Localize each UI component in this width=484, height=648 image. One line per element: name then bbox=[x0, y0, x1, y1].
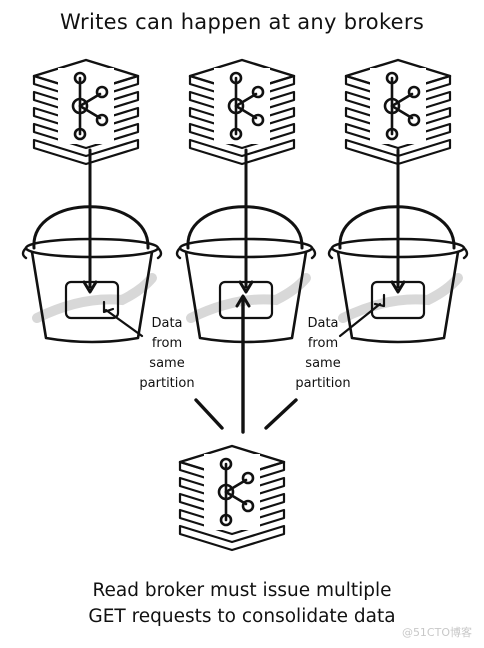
caption-line-1: Read broker must issue multiple bbox=[92, 580, 392, 601]
note-left-line: same bbox=[149, 356, 185, 371]
broker-right-icon bbox=[344, 58, 452, 166]
note-left-line: partition bbox=[139, 376, 195, 391]
write-arrows bbox=[82, 148, 406, 294]
caption-line-2: GET requests to consolidate data bbox=[88, 606, 396, 627]
note-right-line: partition bbox=[295, 376, 351, 391]
note-right: Data from same partition bbox=[283, 314, 363, 394]
broker-left-icon bbox=[32, 58, 140, 166]
watermark: @51CTO博客 bbox=[401, 626, 472, 639]
read-arrows bbox=[194, 294, 298, 434]
note-right-line: same bbox=[305, 356, 341, 371]
note-right-line: from bbox=[307, 336, 339, 351]
note-left-line: Data bbox=[151, 316, 183, 331]
diagram-title: Writes can happen at any brokers bbox=[59, 10, 425, 34]
note-left: Data from same partition bbox=[127, 314, 207, 394]
note-pointers bbox=[102, 293, 386, 338]
broker-center-icon bbox=[188, 58, 296, 166]
broker-read-icon bbox=[178, 444, 286, 552]
note-right-line: Data bbox=[307, 316, 339, 331]
note-left-line: from bbox=[151, 336, 183, 351]
